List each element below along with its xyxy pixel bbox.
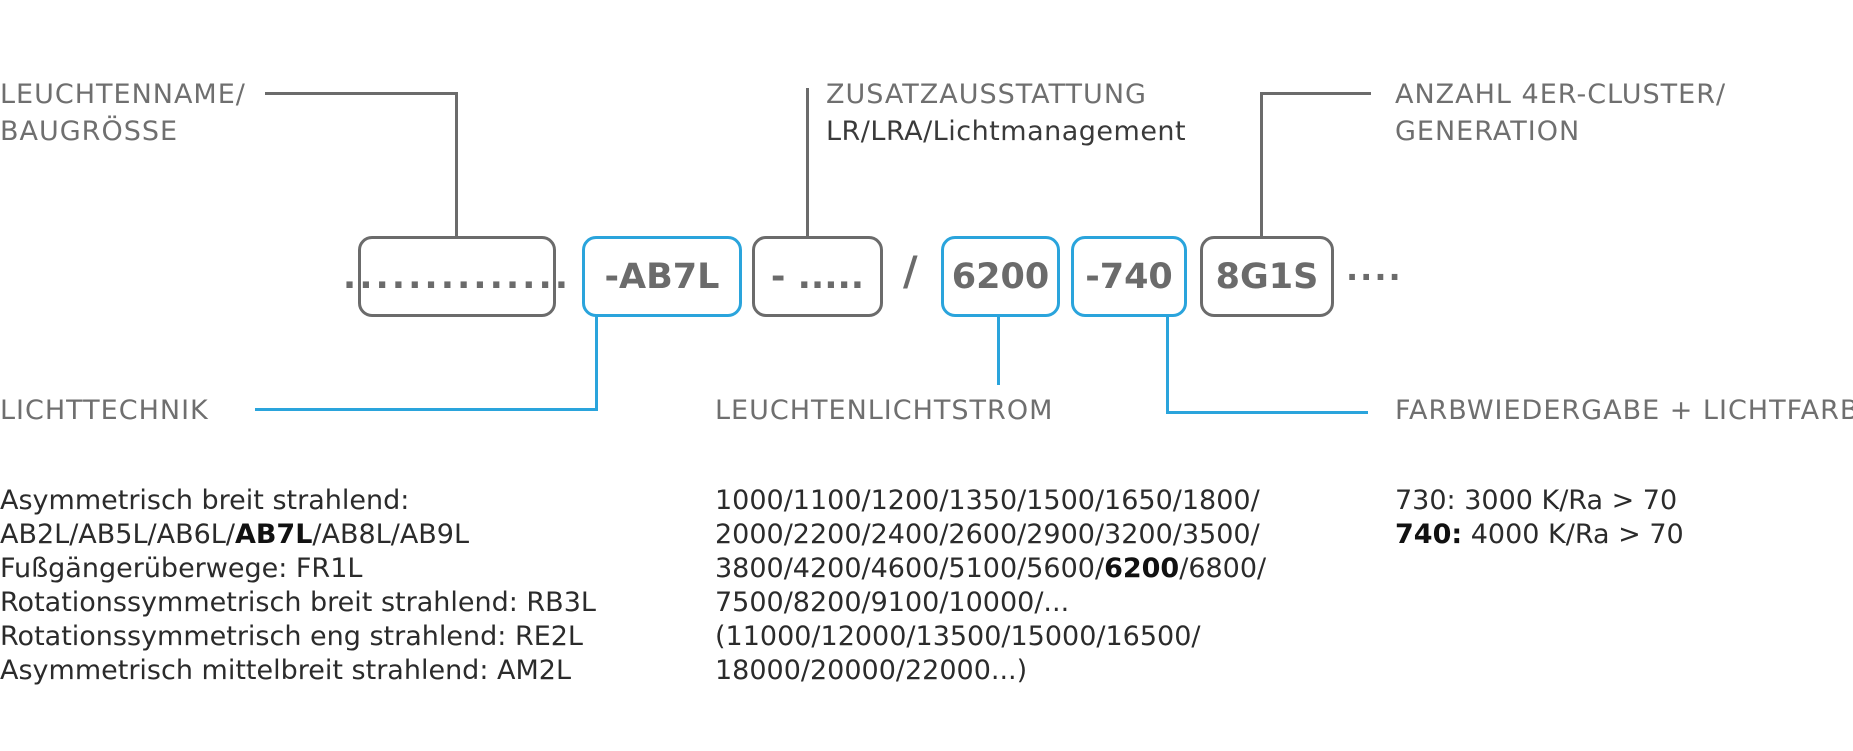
label-leuchtenname-line1: LEUCHTENNAME/ <box>0 79 246 110</box>
label-zusatzausstattung-line2: LR/LRA/Lichtmanagement <box>826 116 1187 147</box>
connector-color-v <box>1166 315 1169 414</box>
flux-list-item: 2000/2200/2400/2600/2900/3200/3500/ <box>715 519 1260 550</box>
code-box-name: .............. <box>343 236 568 317</box>
label-lichttechnik: LICHTTECHNIK <box>0 395 209 426</box>
flux-list-item: 3800/4200/4600/5100/5600/6200/6800/ <box>715 553 1267 584</box>
code-more-text: .... <box>1346 250 1403 288</box>
code-box-extra: - ..... <box>752 236 883 317</box>
connector-optic-h <box>255 408 598 411</box>
optic-list-item: Asymmetrisch mittelbreit strahlend: AM2L <box>0 655 571 686</box>
optic-list-item: Fußgängerüberwege: FR1L <box>0 553 363 584</box>
color-list: 730: 3000 K/Ra > 70 740: 4000 K/Ra > 70 <box>1395 484 1684 552</box>
label-anzahl-cluster: ANZAHL 4ER-CLUSTER/ GENERATION <box>1395 76 1726 150</box>
color-list-item: 730: 3000 K/Ra > 70 <box>1395 485 1678 516</box>
optic-list: Asymmetrisch breit strahlend: AB2L/AB5L/… <box>0 484 596 688</box>
connector-name-h <box>265 92 458 95</box>
code-more: .... <box>1346 250 1403 288</box>
connector-extra-v <box>806 88 809 238</box>
label-anzahl-cluster-line1: ANZAHL 4ER-CLUSTER/ <box>1395 79 1727 110</box>
code-slash: / <box>903 249 918 295</box>
color-list-item: 740: 4000 K/Ra > 70 <box>1395 519 1684 550</box>
code-cluster-text: 8G1S <box>1215 256 1319 297</box>
flux-list-item: (11000/12000/13500/15000/16500/ <box>715 621 1201 652</box>
optic-list-item: AB2L/AB5L/AB6L/AB7L/AB8L/AB9L <box>0 519 470 550</box>
label-anzahl-cluster-line2: GENERATION <box>1395 116 1581 147</box>
code-extra-text: - ..... <box>770 256 865 297</box>
code-color-text: -740 <box>1085 256 1173 297</box>
code-box-color: -740 <box>1071 236 1187 317</box>
label-farbwiedergabe: FARBWIEDERGABE + LICHTFARBE <box>1395 395 1853 426</box>
connector-optic-v <box>595 315 598 411</box>
code-box-optic: -AB7L <box>582 236 742 317</box>
connector-name-v <box>455 92 458 238</box>
code-name-text: .............. <box>342 256 572 297</box>
connector-flux-v <box>997 315 1000 385</box>
code-box-cluster: 8G1S <box>1200 236 1334 317</box>
code-flux-text: 6200 <box>951 256 1050 297</box>
optic-list-item: Rotationssymmetrisch breit strahlend: RB… <box>0 587 596 618</box>
flux-list-item: 7500/8200/9100/10000/... <box>715 587 1070 618</box>
flux-list-item: 18000/20000/22000...) <box>715 655 1028 686</box>
code-box-flux: 6200 <box>941 236 1060 317</box>
label-leuchtenlichtstrom: LEUCHTENLICHTSTROM <box>715 395 1054 426</box>
connector-color-h <box>1166 411 1368 414</box>
label-leuchtenname-line2: BAUGRÖSSE <box>0 116 179 147</box>
label-leuchtenname: LEUCHTENNAME/ BAUGRÖSSE <box>0 76 246 150</box>
code-optic-text: -AB7L <box>604 256 720 297</box>
connector-cluster-v <box>1260 92 1263 238</box>
optic-list-item: Rotationssymmetrisch eng strahlend: RE2L <box>0 621 583 652</box>
flux-list: 1000/1100/1200/1350/1500/1650/1800/ 2000… <box>715 484 1266 688</box>
connector-cluster-h <box>1260 92 1371 95</box>
label-zusatzausstattung-line1: ZUSATZAUSSTATTUNG <box>826 79 1147 110</box>
code-slash-text: / <box>903 249 918 295</box>
optic-list-item: Asymmetrisch breit strahlend: <box>0 485 410 516</box>
flux-list-item: 1000/1100/1200/1350/1500/1650/1800/ <box>715 485 1260 516</box>
label-zusatzausstattung: ZUSATZAUSSTATTUNG LR/LRA/Lichtmanagement <box>826 76 1186 150</box>
